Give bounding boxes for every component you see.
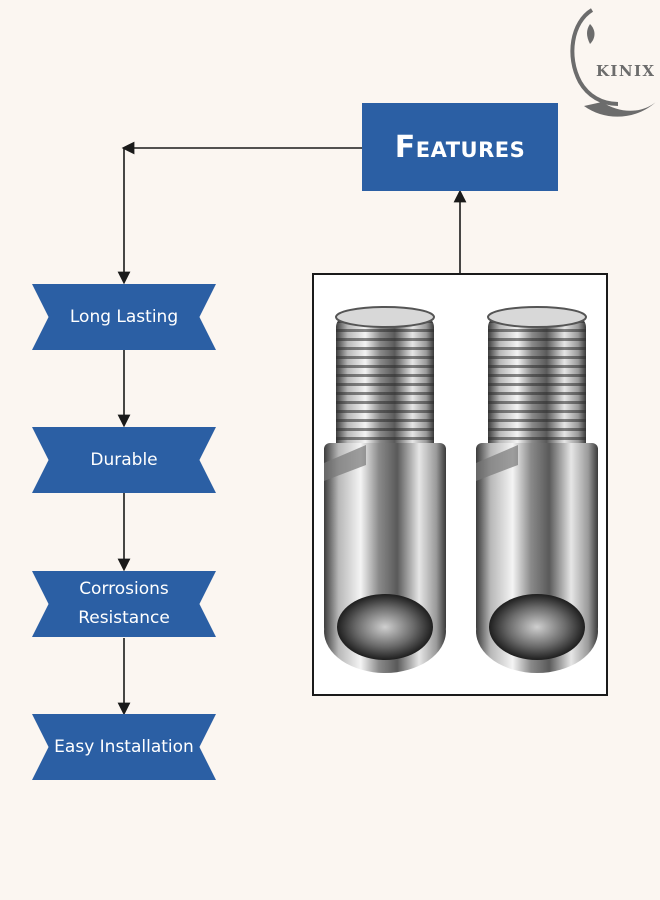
feature-label: Easy Installation (54, 736, 194, 757)
brand-logo: KINIX (570, 8, 658, 117)
feature-ribbon-long-lasting: Long Lasting (32, 284, 216, 350)
logo-text: KINIX (596, 62, 654, 80)
feature-ribbon-corrosion-resistance: Corrosions Resistance (32, 571, 216, 637)
fitting-left (324, 306, 446, 673)
feature-ribbon-easy-installation: Easy Installation (32, 714, 216, 780)
features-title: Features (394, 129, 526, 165)
feature-label: Durable (90, 449, 158, 470)
features-title-box: Features (362, 103, 558, 191)
product-image (324, 306, 598, 673)
fitting-right (476, 306, 598, 673)
feature-ribbon-durable: Durable (32, 427, 216, 493)
feature-label: Long Lasting (69, 306, 179, 327)
product-image-frame (312, 273, 608, 696)
feature-label-line-1: Corrosions (79, 579, 169, 599)
feature-label-line-2: Resistance (78, 608, 170, 628)
